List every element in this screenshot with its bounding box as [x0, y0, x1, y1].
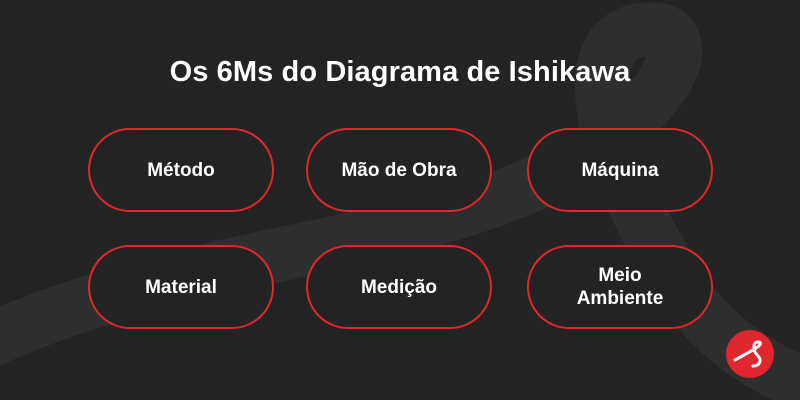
- category-mao-de-obra: Mão de Obra: [306, 128, 492, 212]
- category-medicao: Medição: [306, 245, 492, 329]
- category-meio-ambiente: Meio Ambiente: [527, 245, 713, 329]
- category-material: Material: [88, 245, 274, 329]
- brand-s-logo-icon: [726, 330, 774, 378]
- category-metodo: Método: [88, 128, 274, 212]
- diagram-title: Os 6Ms do Diagrama de Ishikawa: [169, 56, 631, 88]
- category-maquina: Máquina: [527, 128, 713, 212]
